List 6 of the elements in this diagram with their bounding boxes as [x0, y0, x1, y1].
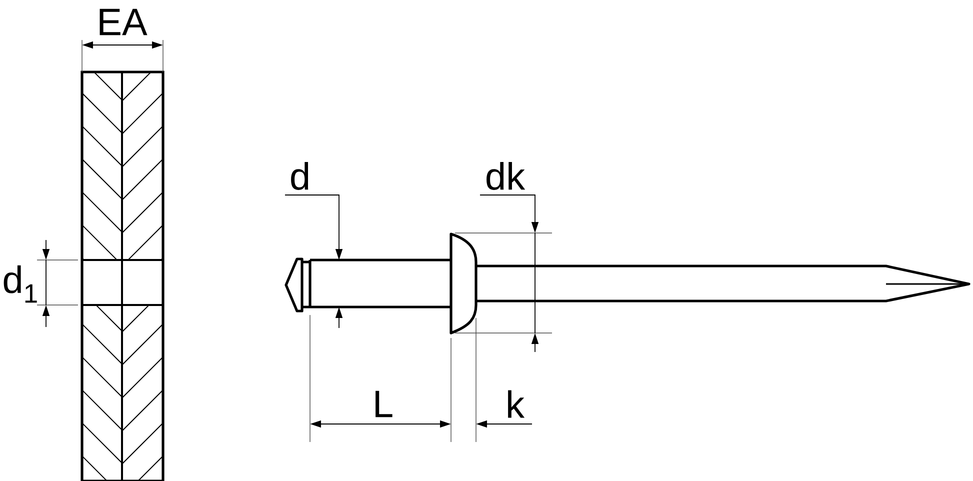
dimension-label: EA: [100, 8, 148, 36]
dimension-label: d$_{1}$: [4, 265, 37, 303]
dimension-label: L: [376, 390, 392, 418]
dimension-label: dk: [486, 162, 526, 190]
dimension-label: k: [508, 390, 525, 418]
dimension-label: d: [291, 162, 308, 190]
